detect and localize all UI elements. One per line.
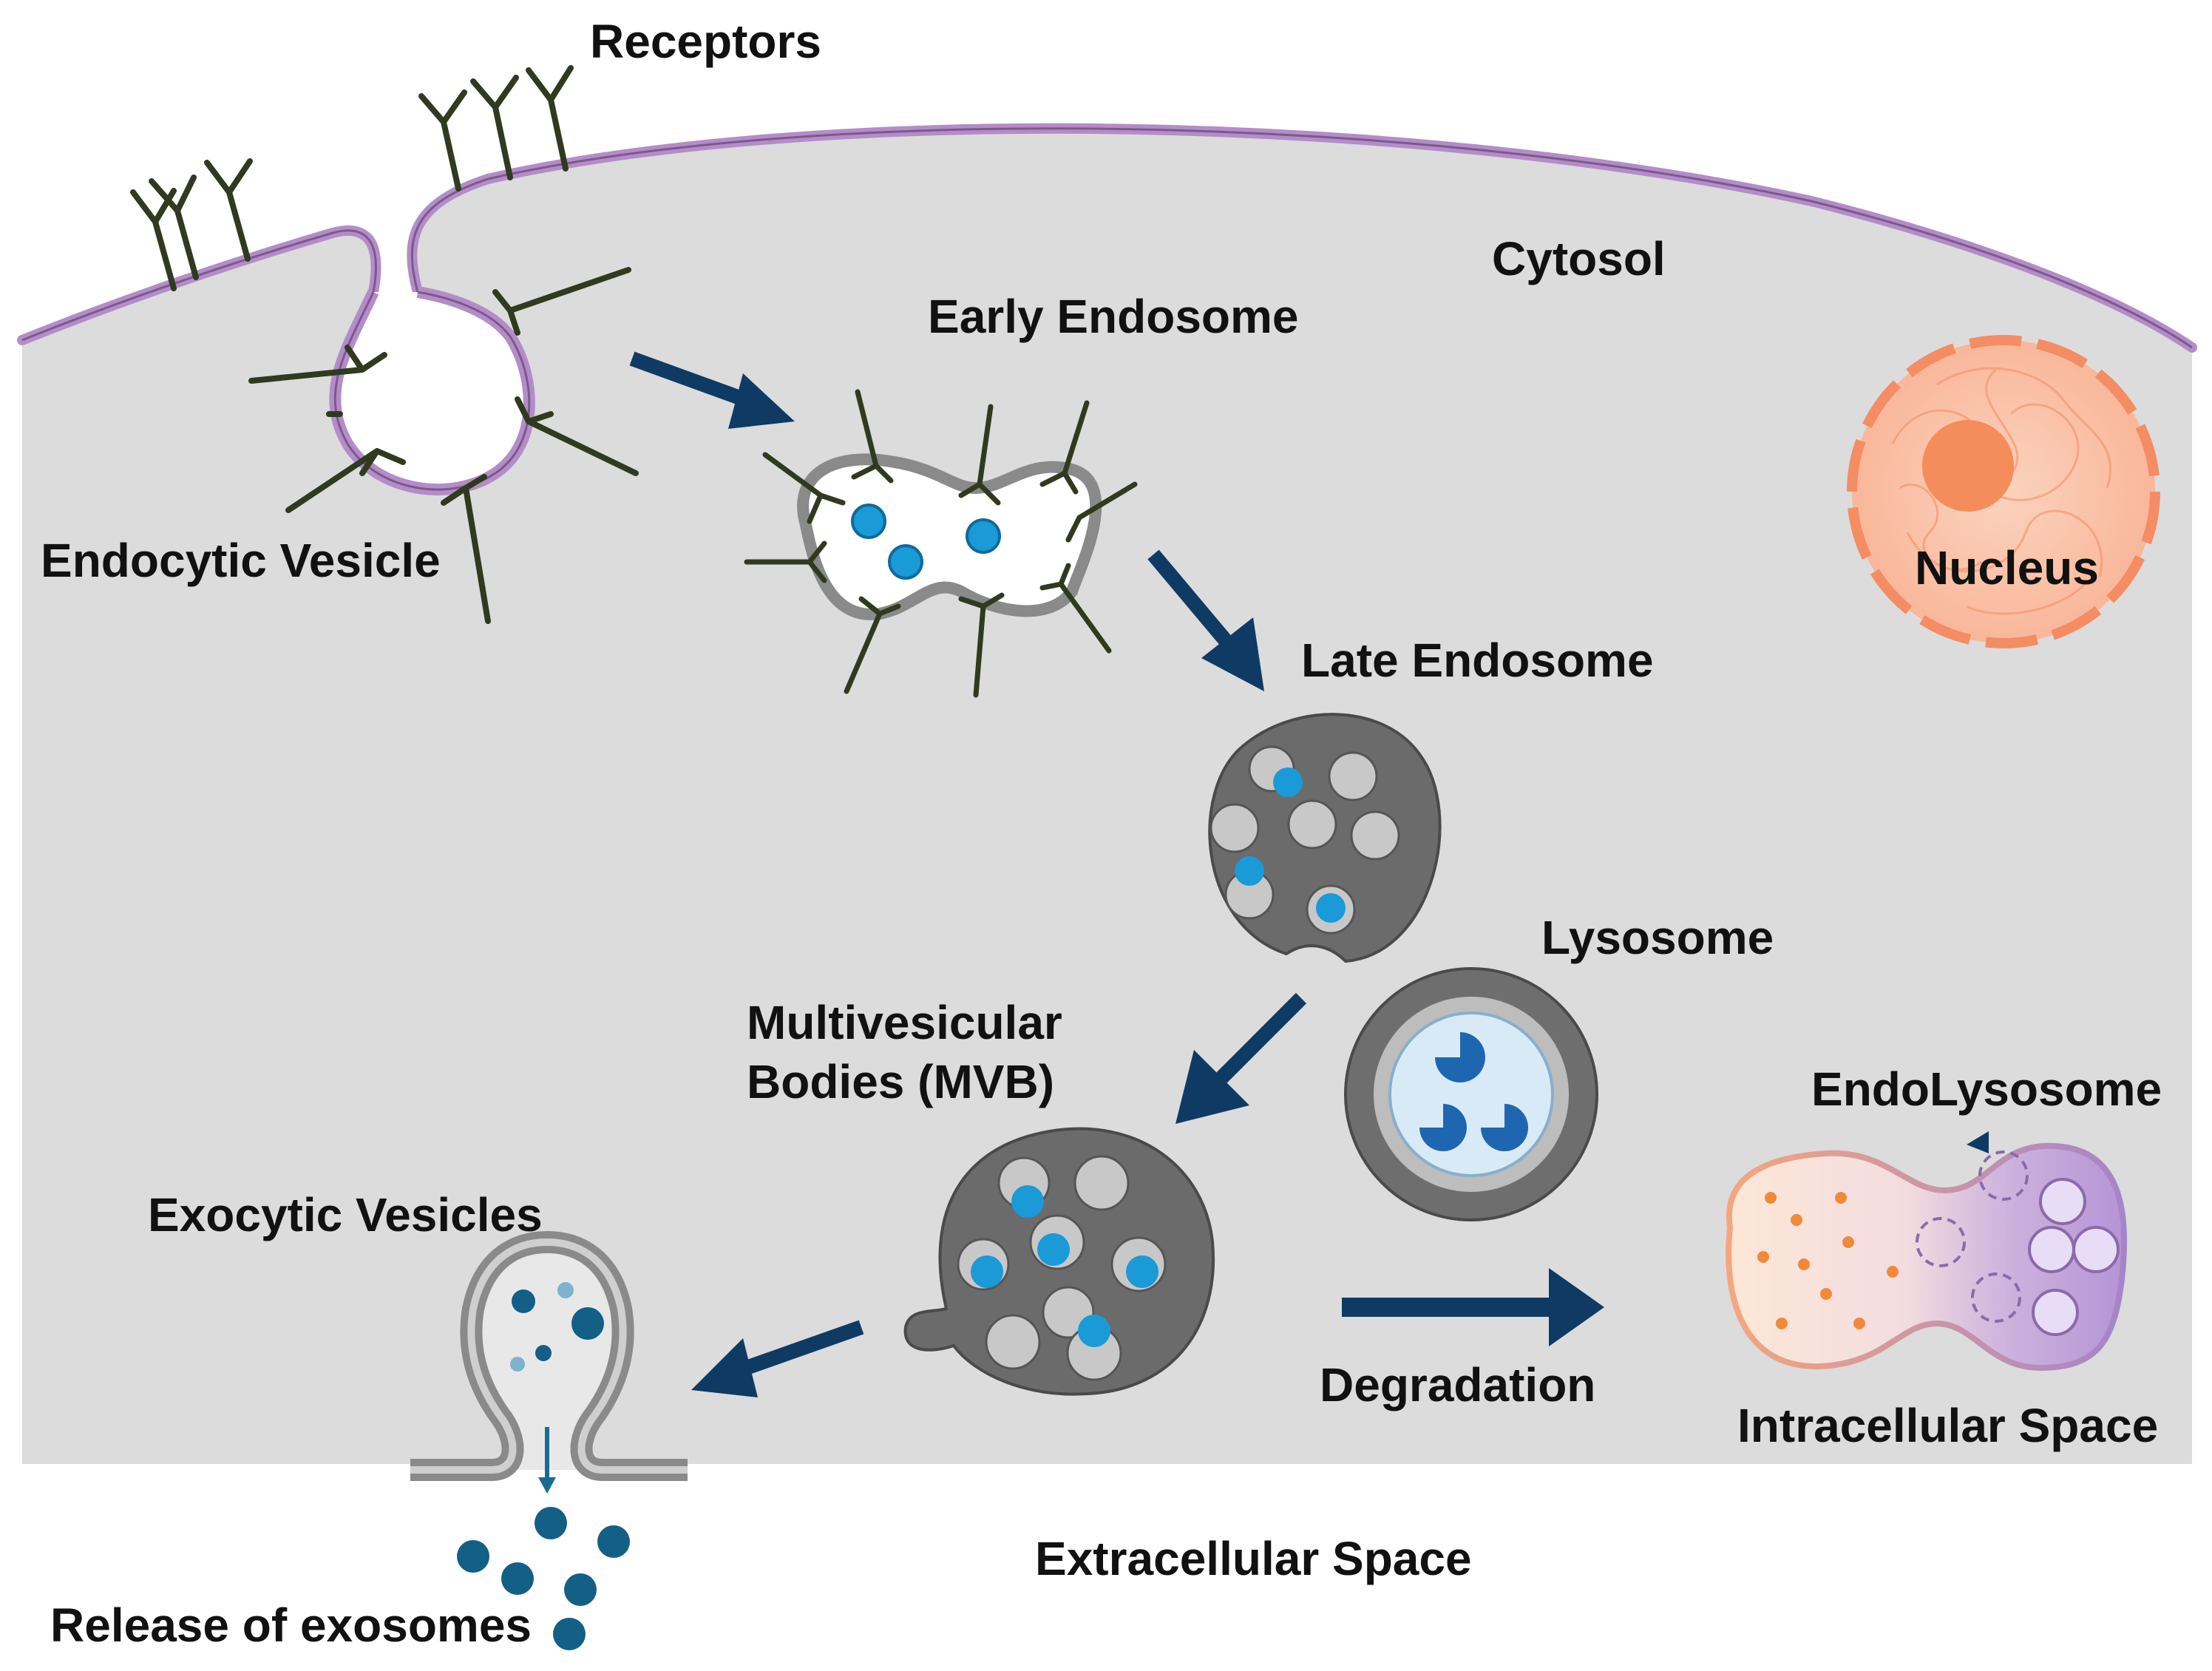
label-nucleus: Nucleus (1915, 541, 2099, 594)
endolysosome (1726, 1131, 2128, 1372)
label-extracellular-space: Extracellular Space (1035, 1532, 1472, 1585)
nucleolus (1922, 420, 2014, 512)
receptor-icon (130, 188, 177, 291)
cargo-particle (1235, 856, 1264, 886)
arrow-degradation (1342, 1268, 1604, 1346)
cargo-particle (966, 518, 1001, 554)
receptor-icon (204, 158, 253, 262)
cargo-particle (1126, 1255, 1158, 1288)
cargo-particle (1316, 893, 1346, 923)
nucleus (1847, 335, 2160, 648)
label-late-endosome: Late Endosome (1301, 634, 1654, 687)
cargo-particle (1273, 767, 1303, 797)
label-endolysosome: EndoLysosome (1811, 1062, 2162, 1116)
cargo-particle (851, 504, 886, 539)
endocytic-vesicle (248, 267, 639, 624)
receptor-icon (470, 75, 519, 180)
label-mvb-line2: Bodies (MVB) (747, 1055, 1054, 1108)
label-degradation: Degradation (1320, 1358, 1595, 1411)
released-exosomes (457, 1507, 630, 1650)
arrow-to-mvb (1175, 992, 1307, 1124)
early-endosome (744, 389, 1138, 698)
late-endosome (1208, 713, 1442, 963)
multivesicular-body (903, 1127, 1215, 1396)
enzyme-icon (1435, 1032, 1485, 1082)
membrane-outline (21, 229, 377, 342)
label-lysosome: Lysosome (1541, 911, 1774, 964)
label-cytosol: Cytosol (1492, 232, 1666, 285)
label-mvb-line1: Multivesicular (747, 996, 1062, 1049)
enzyme-icon (1419, 1104, 1467, 1151)
membrane-receptors (130, 65, 574, 291)
cargo-particle (1078, 1315, 1110, 1347)
cargo-particle (1037, 1233, 1070, 1266)
label-receptors: Receptors (590, 15, 821, 68)
receptor-icon (418, 89, 467, 191)
cargo-particle (888, 544, 923, 580)
enzyme-icon (1481, 1104, 1528, 1151)
receptor-icon (526, 65, 574, 172)
arrow-to-late-endosome (1147, 549, 1264, 691)
lysosome (1344, 967, 1598, 1221)
cargo-particle (971, 1255, 1003, 1288)
label-exocytic-vesicles: Exocytic Vesicles (148, 1188, 543, 1241)
arrow-to-early-endosome (629, 351, 795, 429)
label-intracellular-space: Intracellular Space (1737, 1399, 2158, 1452)
label-endocytic-vesicle: Endocytic Vesicle (41, 534, 441, 587)
exocytic-vesicle (410, 1230, 688, 1494)
receptor-icon (149, 174, 199, 280)
label-release-of-exosomes: Release of exosomes (50, 1599, 532, 1652)
membrane-outline-right (410, 127, 2193, 349)
arrow-to-exocytic-vesicles (691, 1320, 864, 1397)
cargo-particle (1011, 1185, 1044, 1218)
label-early-endosome: Early Endosome (928, 290, 1299, 343)
cytosol-region (22, 126, 2192, 1465)
